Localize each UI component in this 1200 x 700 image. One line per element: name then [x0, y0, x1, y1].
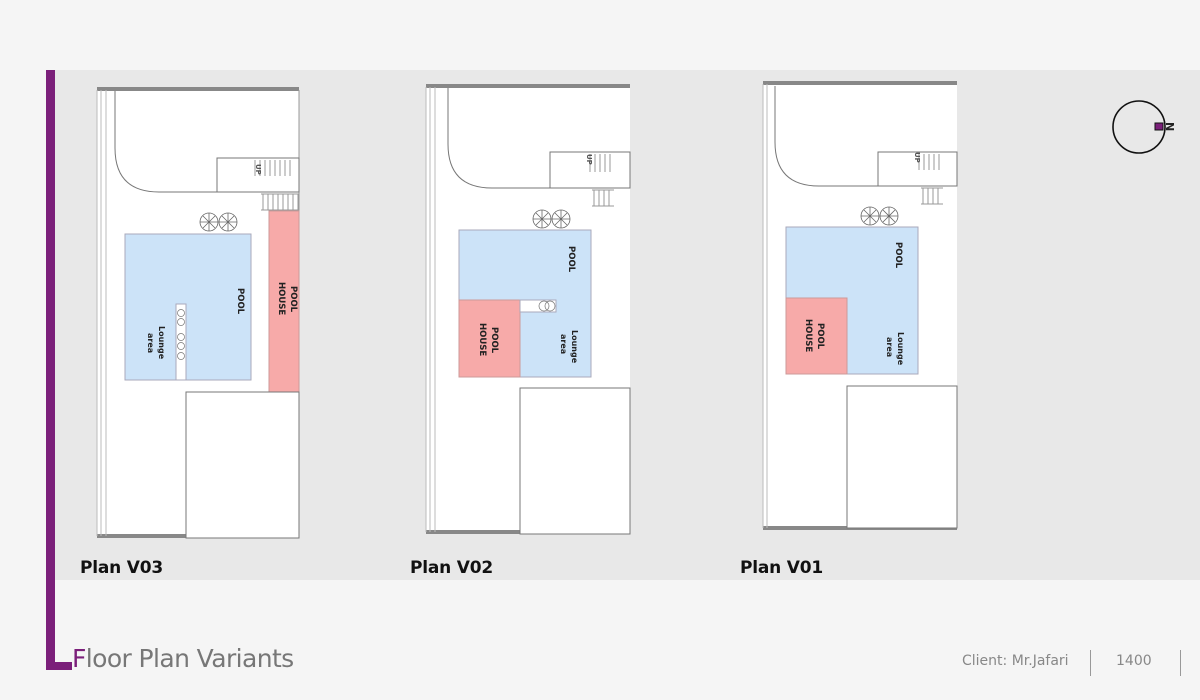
accent-bar-vertical	[46, 70, 55, 670]
lounge-strip	[519, 299, 557, 313]
stair-icon	[918, 154, 943, 205]
lounge-label-line1: Lounge	[570, 330, 579, 364]
plan-v01: UP POOL POOL HOUSE Lounge area	[761, 80, 961, 534]
pool-house-label-line2: HOUSE	[803, 319, 813, 352]
plan-v03-label: Plan V03	[80, 558, 163, 578]
curved-building-outline	[114, 91, 217, 193]
building-block	[185, 391, 300, 539]
stair-icon	[589, 154, 614, 207]
parasol-icon	[199, 212, 238, 232]
compass-north-label: N	[1163, 122, 1176, 131]
lounge-label-line1: Lounge	[896, 332, 905, 366]
stair-icon	[254, 160, 299, 211]
stair-up-label: UP	[913, 152, 921, 163]
pool-house-label-line2: HOUSE	[276, 282, 286, 315]
stair-up-label: UP	[254, 164, 262, 175]
pool-area	[124, 233, 252, 381]
client-label: Client: Mr.Jafari	[962, 653, 1069, 669]
lounge-strip	[175, 303, 187, 381]
sunbed-icon	[538, 300, 556, 312]
footer-divider	[1180, 650, 1181, 676]
plan-v03-drawing: UP POOL POOL HOUSE Lounge area	[96, 87, 300, 539]
pool-house-label-line1: POOL	[288, 286, 298, 313]
footer-divider	[1090, 650, 1091, 676]
north-marker	[1154, 122, 1164, 131]
pool-label: POOL	[893, 242, 903, 269]
pool-house-label-line1: POOL	[815, 323, 825, 350]
title-first-letter: F	[72, 644, 86, 673]
pool-label: POOL	[235, 288, 245, 315]
curved-building-outline	[774, 86, 878, 187]
parasol-icon	[532, 209, 571, 229]
title-rest: loor Plan Variants	[85, 644, 294, 673]
sunbed-icon	[177, 309, 185, 360]
plan-v03: UP POOL POOL HOUSE Lounge area	[95, 86, 301, 540]
lounge-label-line2: area	[559, 334, 568, 354]
curved-building-outline	[447, 88, 550, 189]
page-title: Floor Plan Variants	[72, 644, 294, 673]
pool-house-label-line2: HOUSE	[477, 323, 487, 356]
year-label: 1400	[1116, 653, 1152, 669]
plan-v01-drawing: UP POOL POOL HOUSE Lounge area	[762, 81, 958, 530]
pool-label: POOL	[566, 246, 576, 273]
stair-up-label: UP	[585, 154, 593, 165]
accent-bar-horizontal	[46, 662, 72, 670]
lounge-label-line2: area	[146, 333, 155, 353]
plan-v02-label: Plan V02	[410, 558, 493, 578]
lounge-label-line2: area	[885, 337, 894, 357]
building-block	[846, 385, 958, 529]
parasol-icon	[860, 206, 899, 226]
north-arrow-icon: N	[1108, 98, 1182, 163]
pool-house-label-line1: POOL	[489, 327, 499, 354]
plan-v01-label: Plan V01	[740, 558, 823, 578]
plan-v02-drawing: UP POOL POOL HOUSE Lounge area	[425, 84, 631, 535]
lounge-label-line1: Lounge	[157, 326, 166, 360]
building-block	[519, 387, 631, 535]
stair-landing	[877, 151, 958, 187]
pool-house-area	[458, 299, 521, 378]
plan-v02: UP POOL POOL HOUSE Lounge area	[424, 82, 634, 538]
pool-house-area	[785, 297, 848, 375]
